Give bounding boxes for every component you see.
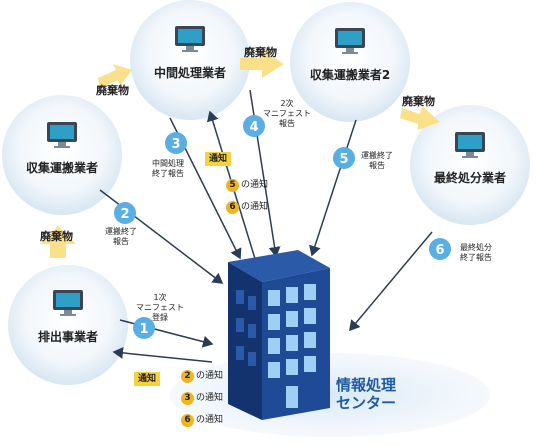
node-bubble-haishutsu: [8, 265, 128, 385]
notice-tag-chukan: 通知: [205, 152, 232, 166]
step-note-2-line2: 報告: [113, 237, 129, 246]
step-note-2: 運搬終了 報告: [98, 227, 144, 247]
step-note-5: 運搬終了 報告: [352, 151, 402, 171]
step-note-4: 2次 マニフェスト 報告: [257, 99, 317, 129]
computer-icon-saishu: [455, 132, 485, 158]
step-note-4-line3: 報告: [279, 119, 295, 128]
center-label-line2: センター: [336, 394, 397, 412]
building-icon: [228, 250, 330, 420]
step-num-2: 2: [120, 207, 129, 222]
notice-text: の通知: [241, 180, 269, 190]
computer-icon-shushu2: [335, 28, 365, 54]
center-label: 情報処理 センター: [336, 376, 396, 412]
step-circle-4: [243, 115, 265, 137]
step-num-4: 4: [249, 120, 258, 135]
step-note-1-line1: 1次: [153, 293, 167, 302]
step-num-1: 1: [139, 322, 148, 337]
step-note-1: 1次 マニフェスト 登録: [128, 293, 192, 323]
node-bubble-shushu2: [290, 2, 410, 122]
waste-arrow-up: [40, 226, 76, 258]
notice-circle-6: 6: [181, 414, 194, 427]
node-label-chukan: 中間処理業者: [153, 66, 226, 80]
notice-circle-6: 6: [226, 201, 239, 214]
notice-text: の通知: [196, 415, 224, 425]
step-note-5-line1: 運搬終了: [361, 151, 393, 160]
waste-label-1: 廃棄物: [40, 230, 73, 243]
step-num-6: 6: [435, 243, 444, 258]
step-circle-1: [133, 317, 155, 339]
step-note-4-line2: マニフェスト: [263, 109, 311, 118]
node-label-shushu2: 収集運搬業者2: [309, 68, 391, 82]
waste-label-4: 廃棄物: [402, 95, 435, 108]
waste-label-3: 廃棄物: [244, 46, 277, 59]
step-note-5-line2: 報告: [369, 161, 385, 170]
node-label-shushu1: 収集運搬業者: [25, 161, 98, 175]
waste-arrow-to-saishu: [400, 106, 440, 130]
arrow-shushu2-to-center: [309, 119, 357, 257]
step-note-4-line1: 2次: [280, 99, 294, 108]
waste-label-2: 廃棄物: [96, 84, 129, 97]
notice-circle-5: 5: [226, 179, 239, 192]
step-note-3-line1: 中間処理: [152, 159, 184, 168]
step-note-1-line3: 登録: [152, 313, 168, 322]
node-label-saishu: 最終処分業者: [433, 171, 506, 185]
computer-icon-haishutsu: [53, 290, 83, 316]
node-bubble-chukan: [130, 0, 250, 120]
node-label-haishutsu: 排出事業者: [37, 330, 98, 344]
step-note-6-line1: 最終処分: [460, 243, 492, 252]
notice-text: の通知: [196, 393, 224, 403]
arrow-saishu-to-center: [349, 231, 433, 332]
notice-text: の通知: [196, 371, 224, 381]
step-note-1-line2: マニフェスト: [136, 303, 184, 312]
step-circle-3: [165, 132, 187, 154]
step-note-3: 中間処理 終了報告: [140, 159, 196, 179]
node-bubble-shushu1: [2, 95, 122, 215]
step-num-5: 5: [339, 152, 348, 167]
computer-icon-shushu1: [47, 122, 77, 148]
waste-arrow-to-shushu2: [240, 50, 284, 78]
center-label-line1: 情報処理: [336, 376, 397, 394]
computer-icon-chukan: [175, 26, 205, 52]
step-circle-6: [429, 238, 451, 260]
step-note-2-line1: 運搬終了: [105, 227, 137, 236]
step-note-3-line2: 終了報告: [152, 169, 184, 178]
node-bubble-saishu: [410, 105, 530, 225]
step-note-6-line2: 終了報告: [460, 253, 492, 262]
notice-tag-haishutsu: 通知: [134, 372, 161, 386]
step-num-3: 3: [171, 137, 180, 152]
step-circle-2: [114, 202, 136, 224]
notice-text: の通知: [241, 202, 269, 212]
waste-arrow-to-chukan: [98, 64, 132, 88]
step-note-6: 最終処分 終了報告: [448, 243, 504, 263]
arrow-center-to-haishutsu: [112, 346, 213, 363]
notice-circle-3: 3: [181, 392, 194, 405]
notice-circle-2: 2: [181, 370, 194, 383]
step-circle-5: [333, 147, 355, 169]
